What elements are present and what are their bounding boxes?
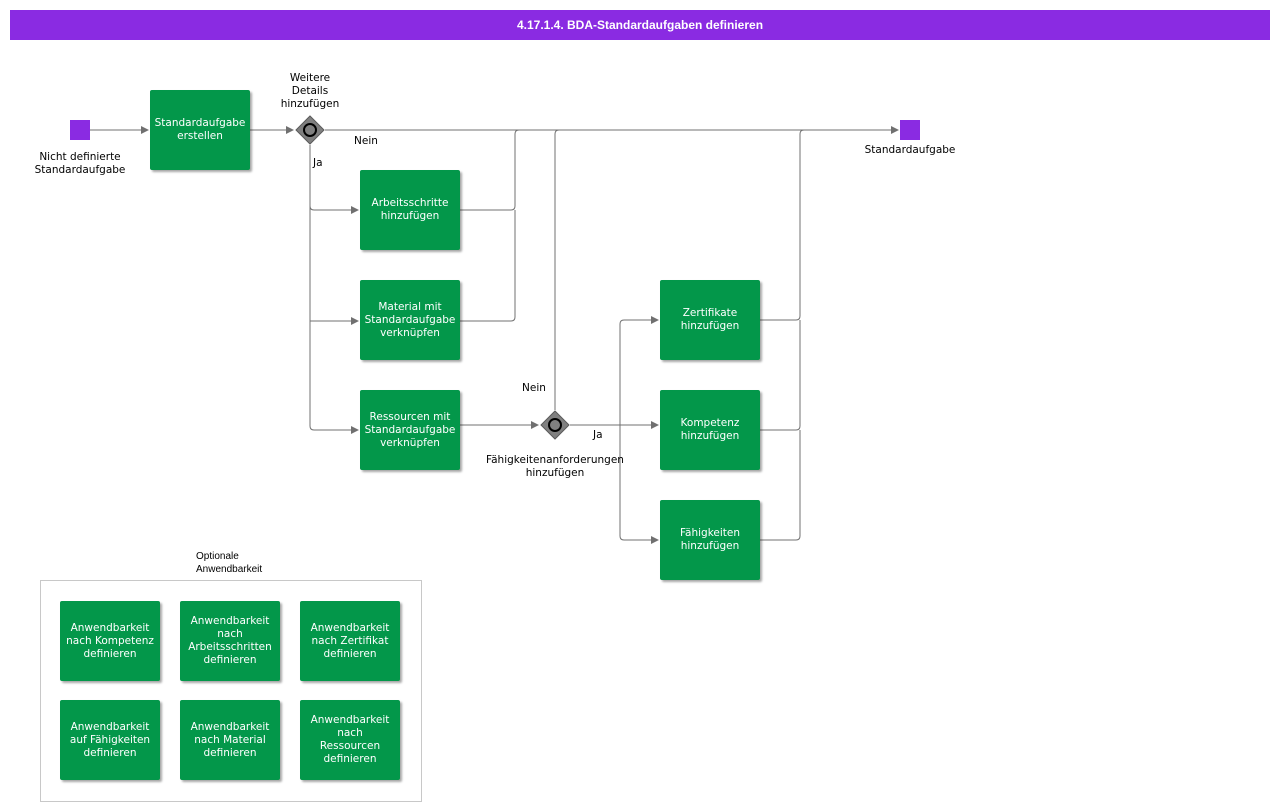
task-applicability-work-steps[interactable]: Anwendbarkeit nach Arbeitsschritten defi… <box>180 601 280 681</box>
edge-to-abilities <box>619 425 659 544</box>
task-link-resources[interactable]: Ressourcen mit Standardaufgabe verknüpfe… <box>360 390 460 470</box>
gateway-skills-label: Fähigkeitenanforderungen hinzufügen <box>486 454 624 479</box>
edge-abilities-to-merge <box>760 430 801 541</box>
task-add-work-steps[interactable]: Arbeitsschritte hinzufügen <box>360 170 460 250</box>
start-event[interactable] <box>70 120 90 140</box>
task-add-certificates[interactable]: Zertifikate hinzufügen <box>660 280 760 360</box>
edge-certificates-to-merge <box>760 129 805 321</box>
gateway-details-label: Weitere Details hinzufügen <box>280 72 340 110</box>
task-applicability-material[interactable]: Anwendbarkeit nach Material definieren <box>180 700 280 780</box>
gateway-skills[interactable] <box>540 410 570 440</box>
edge-competence-to-merge <box>760 320 801 431</box>
task-applicability-competence[interactable]: Anwendbarkeit nach Kompetenz definieren <box>60 601 160 681</box>
task-applicability-certificate[interactable]: Anwendbarkeit nach Zertifikat definieren <box>300 601 400 681</box>
gateway-skills-yes-label: Ja <box>593 429 603 441</box>
edge-to-certificates <box>619 316 659 425</box>
edge-to-steps <box>309 205 359 214</box>
gateway-details-yes-label: Ja <box>313 157 323 169</box>
start-event-label: Nicht definierte Standardaufgabe <box>34 151 126 176</box>
end-event-label: Standardaufgabe <box>864 144 956 156</box>
diagram-title: 4.17.1.4. BDA-Standardaufgaben definiere… <box>10 10 1270 40</box>
task-applicability-resources[interactable]: Anwendbarkeit nach Ressourcen definieren <box>300 700 400 780</box>
task-add-abilities[interactable]: Fähigkeiten hinzufügen <box>660 500 760 580</box>
edge-gateway-yes-trunk <box>309 145 315 431</box>
edge-steps-to-merge <box>460 129 520 211</box>
task-link-material[interactable]: Material mit Standardaufgabe verknüpfen <box>360 280 460 360</box>
edge-material-to-merge <box>460 210 516 322</box>
task-add-competence[interactable]: Kompetenz hinzufügen <box>660 390 760 470</box>
end-event[interactable] <box>900 120 920 140</box>
gateway-skills-no-label: Nein <box>522 382 546 394</box>
task-create-standard-task[interactable]: Standardaufgabe erstellen <box>150 90 250 170</box>
optional-group-label: Optionale Anwendbarkeit <box>196 551 263 575</box>
optional-applicability-group <box>40 580 422 802</box>
gateway-details[interactable] <box>295 115 325 145</box>
edge-gateway2-no <box>554 129 560 410</box>
task-applicability-abilities[interactable]: Anwendbarkeit auf Fähigkeiten definieren <box>60 700 160 780</box>
gateway-details-no-label: Nein <box>354 135 378 147</box>
